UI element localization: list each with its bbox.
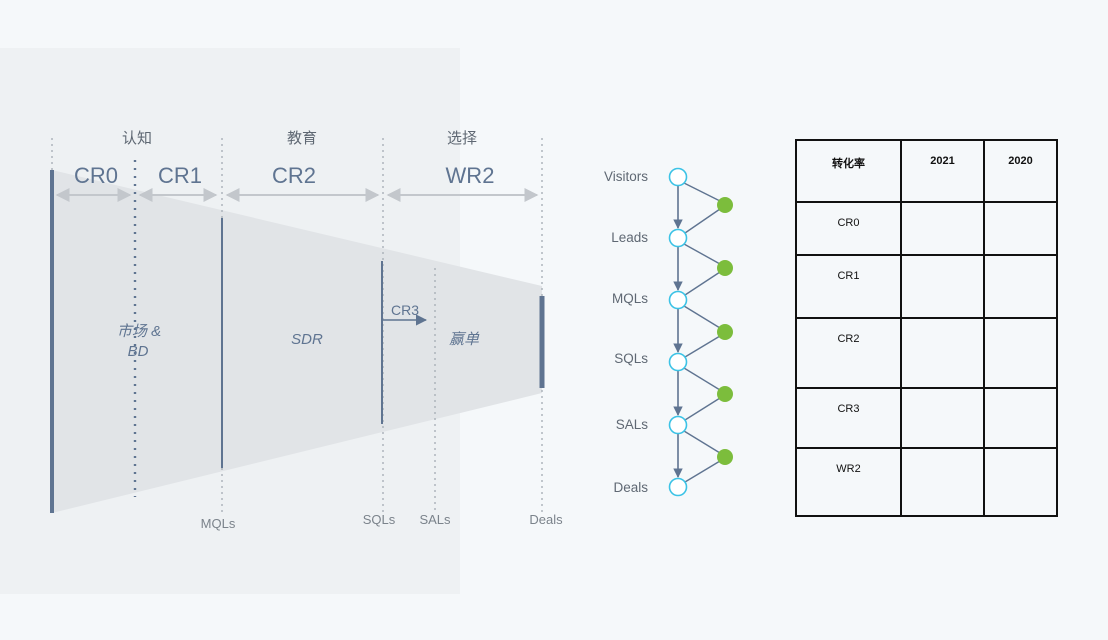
row-label: CR0 (795, 201, 902, 256)
table-cell (900, 447, 985, 517)
ladder-stage-node (668, 415, 688, 435)
sdr-label: SDR (291, 331, 323, 348)
header-2020: 2020 (983, 139, 1058, 203)
cr0-label: CR0 (74, 163, 118, 188)
ladder-return-edge (684, 335, 721, 358)
marketing-bd-label: 市场 & (117, 323, 161, 340)
cr1-label: CR1 (158, 163, 202, 188)
table-cell (983, 201, 1058, 256)
marketing-bd-label-line2: BD (128, 343, 149, 360)
ladder-stage-node (668, 167, 688, 187)
table-cell (983, 317, 1058, 389)
table-row: CR1 (795, 254, 1058, 319)
ladder-drop-node (717, 324, 733, 340)
table-cell (900, 201, 985, 256)
ladder-drop-node (717, 386, 733, 402)
ladder-return-edge (684, 271, 721, 296)
table-cell (900, 317, 985, 389)
ladder-drop-edge (683, 243, 721, 265)
ladder-drop-edge (683, 430, 721, 454)
ladder-drop-edge (683, 367, 721, 391)
cr2-label: CR2 (272, 163, 316, 188)
table-cell (983, 387, 1058, 449)
row-label: CR3 (795, 387, 902, 449)
ladder-drop-edge (683, 305, 721, 329)
table-row: CR2 (795, 317, 1058, 389)
stage-label-education: 教育 (287, 130, 317, 147)
ladder-drop-node (717, 449, 733, 465)
bottom-label-sqls: SQLs (363, 512, 396, 527)
ladder-label-leads: Leads (611, 230, 648, 245)
ladder-return-edge (684, 397, 721, 421)
wr2-label: WR2 (446, 163, 495, 188)
ladder-label-deals: Deals (613, 480, 648, 495)
stage-label-selection: 选择 (447, 130, 477, 147)
table-cell (900, 387, 985, 449)
table-row: CR3 (795, 387, 1058, 449)
stage-label-awareness: 认知 (122, 130, 152, 147)
ladder-return-edge (684, 208, 721, 234)
win-deal-label: 赢单 (449, 331, 480, 348)
bottom-label-deals: Deals (529, 512, 563, 527)
table-cell (983, 254, 1058, 319)
funnel-shape (52, 170, 542, 513)
ladder-stage-node (668, 477, 688, 497)
header-conversion-rate: 转化率 (795, 139, 902, 203)
ladder-label-mqls: MQLs (612, 291, 648, 306)
bottom-label-sals: SALs (419, 512, 451, 527)
ladder-label-sals: SALs (616, 417, 649, 432)
row-label: WR2 (795, 447, 902, 517)
ladder-stage-node (668, 352, 688, 372)
header-2021: 2021 (900, 139, 985, 203)
row-label: CR1 (795, 254, 902, 319)
conversion-rate-table: 转化率 2021 2020 CR0 CR1 CR2 CR3 WR2 (795, 139, 1058, 517)
ladder-drop-node (717, 197, 733, 213)
bottom-label-mqls: MQLs (201, 516, 236, 531)
ladder-label-sqls: SQLs (614, 351, 648, 366)
ladder-drop-node (717, 260, 733, 276)
ladder-label-visitors: Visitors (604, 169, 648, 184)
ladder-stage-node (668, 228, 688, 248)
row-label: CR2 (795, 317, 902, 389)
cr3-label: CR3 (391, 302, 419, 318)
table-row: CR0 (795, 201, 1058, 256)
ladder-return-edge (684, 460, 721, 483)
table-cell (900, 254, 985, 319)
ladder-stage-node (668, 290, 688, 310)
table-cell (983, 447, 1058, 517)
ladder-drop-edge (683, 182, 721, 202)
table-row: WR2 (795, 447, 1058, 517)
